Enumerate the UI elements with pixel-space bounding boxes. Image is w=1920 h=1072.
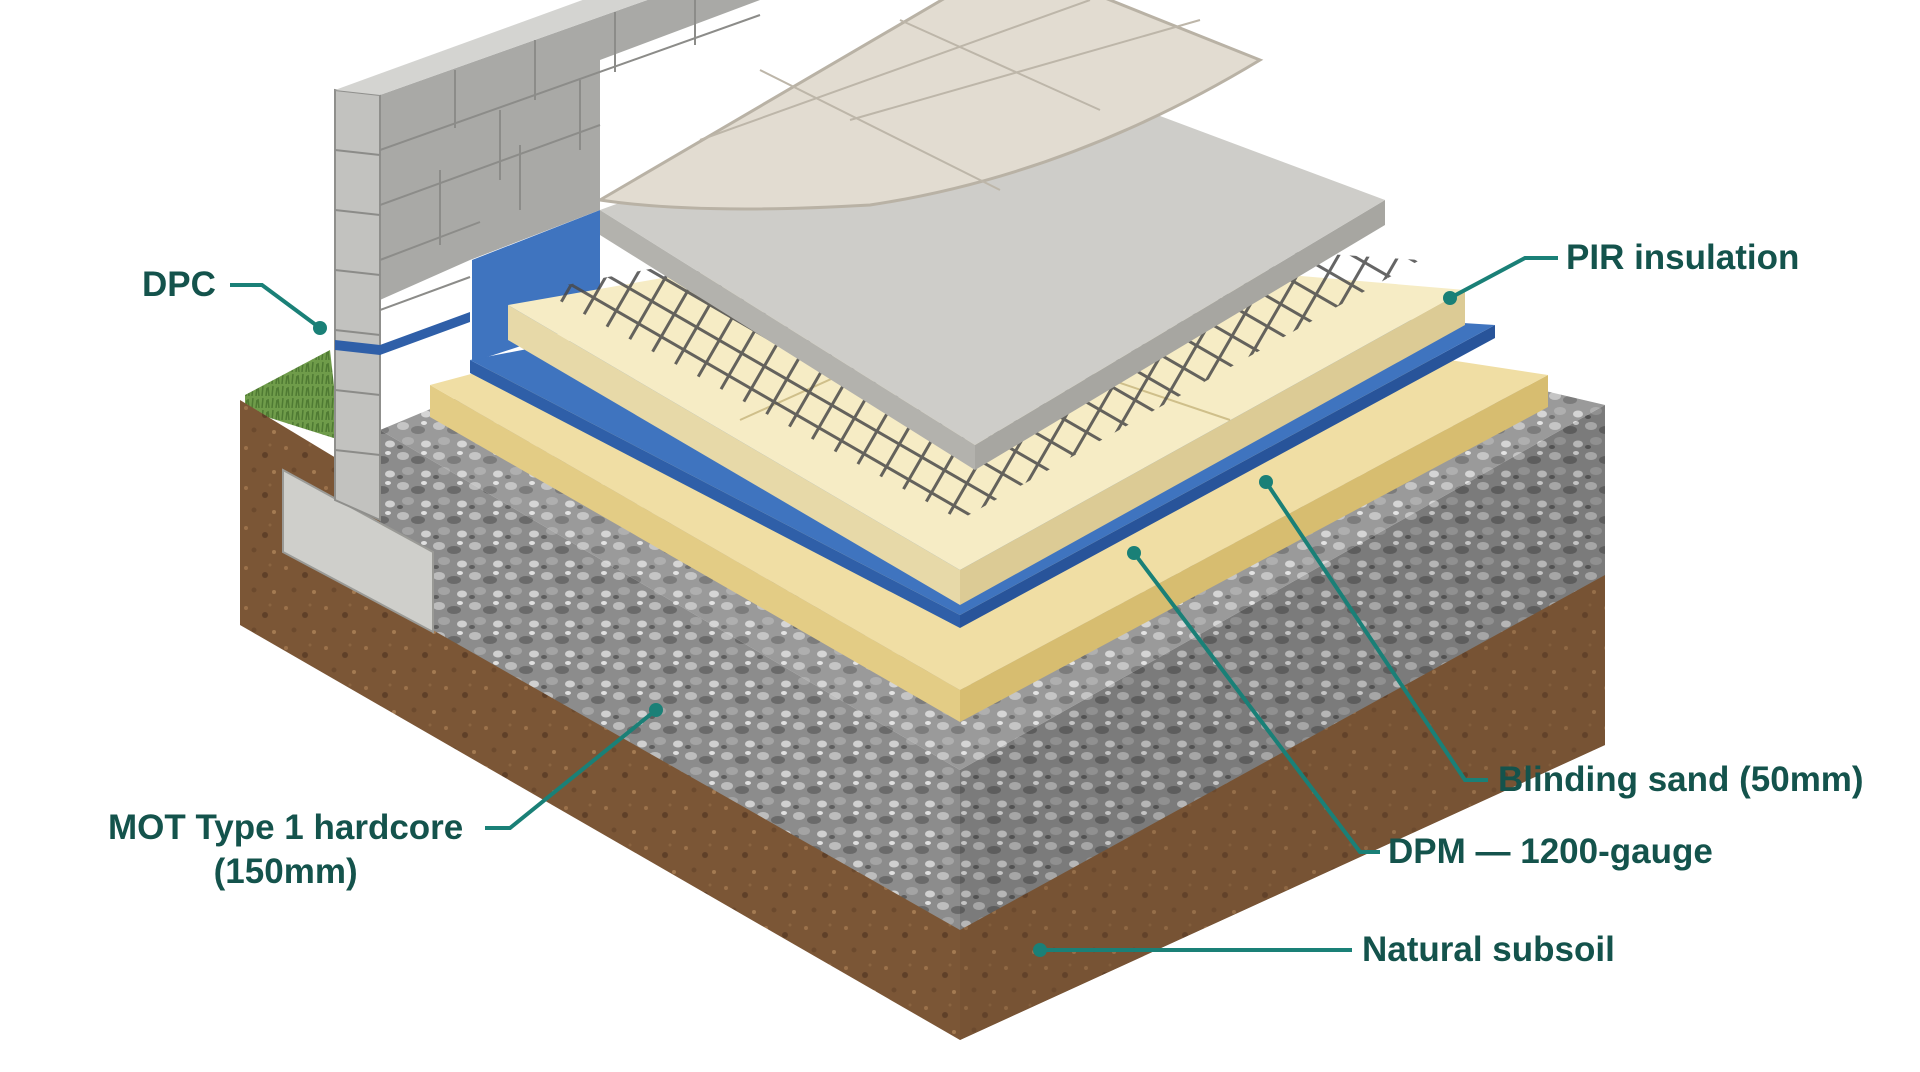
hardcore-label: MOT Type 1 hardcore (150mm) [108,806,463,894]
dpc-leader [230,283,322,330]
pir-insulation-label: PIR insulation [1566,238,1800,277]
block-wall-face [380,0,760,300]
subsoil-marker [1033,943,1047,957]
dpm-membrane-right-face [960,325,1495,628]
foundation-concrete [282,468,434,634]
hardcore-right-face [960,405,1605,930]
natural-subsoil-label: Natural subsoil [1362,930,1615,969]
dpm-membrane-left-face [470,360,960,628]
hardcore-marker [649,703,663,717]
block-wall-side [334,88,381,522]
hardcore-left-face [380,430,960,930]
block-wall-top [335,0,648,95]
dpm-marker [1127,546,1141,560]
dpm-leader [1132,551,1380,854]
blinding-sand-right-face [960,375,1548,722]
dpc-band [335,312,470,355]
dpm-label: DPM — 1200-gauge [1388,832,1713,871]
leader-lines [230,256,1558,952]
dpc-marker [313,321,327,335]
hardcore-label-line1: MOT Type 1 hardcore [108,808,464,847]
pir-insulation-left-face [508,305,960,605]
hardcore-leader [485,708,658,830]
blinding-leader [1264,480,1488,782]
pir-insulation-right-face [960,290,1465,605]
floor-tiles [595,0,1264,211]
concrete-slab-left-face [600,210,975,470]
blinding-marker [1259,475,1273,489]
pir-leader [1449,256,1558,300]
concrete-slab-right-face [975,200,1385,470]
dpc-label: DPC [142,265,216,304]
pir-marker [1443,291,1457,305]
blinding-sand-left-face [430,385,960,722]
blinding-sand-label: Blinding sand (50mm) [1498,760,1864,799]
hardcore-label-line2: (150mm) [213,852,358,891]
